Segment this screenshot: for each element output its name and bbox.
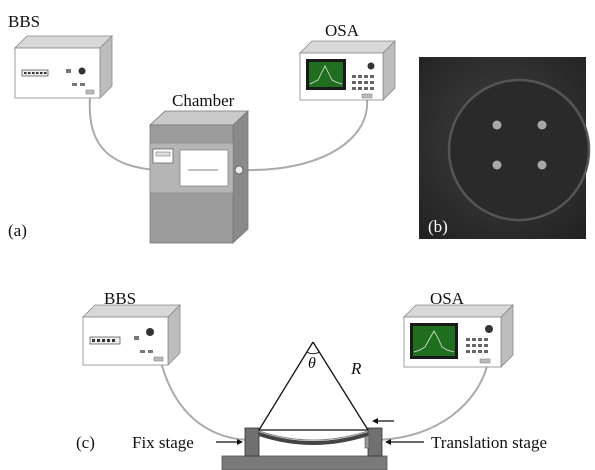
panel-c [82, 304, 514, 470]
bbs-instrument-c [82, 304, 181, 366]
sample-disk [447, 78, 591, 222]
translation-stage-pointer-arrow [385, 439, 424, 445]
fiber-sample-to-osa [371, 361, 489, 441]
bent-sample [258, 432, 369, 445]
sample-dot [492, 160, 502, 170]
fiber-bbs-to-sample [159, 357, 253, 441]
panel-a-tag: (a) [8, 221, 27, 240]
bbs-label-c: BBS [104, 289, 137, 308]
chamber-label: Chamber [172, 91, 235, 110]
sample-dot [537, 120, 547, 130]
radius-label: R [351, 359, 362, 378]
base-platform [221, 455, 388, 470]
theta-arc [306, 351, 320, 355]
panel-b-photo [419, 57, 591, 239]
panel-b-tag: (b) [428, 217, 448, 236]
bbs-label-a: BBS [8, 12, 41, 31]
translation-stage [367, 427, 383, 457]
sample-dot [492, 120, 502, 130]
theta-label: θ [308, 355, 316, 372]
fix-stage [244, 427, 260, 457]
movement-arrow [372, 418, 394, 424]
radius-line-left [258, 341, 314, 431]
osa-instrument-a [299, 40, 396, 101]
fiber-bbs-to-chamber [88, 96, 156, 171]
osa-label-a: OSA [325, 21, 360, 40]
panel-a [14, 35, 396, 244]
radius-line-right [312, 341, 369, 431]
fiber-chamber-to-osa [242, 99, 369, 172]
translation-stage-label: Translation stage [431, 433, 548, 452]
sample-dot [537, 160, 547, 170]
bbs-instrument-a [14, 35, 113, 99]
chamber-a [148, 110, 250, 244]
fix-stage-pointer-arrow [216, 439, 243, 445]
panel-c-tag: (c) [76, 433, 95, 452]
osa-instrument-c [403, 304, 514, 368]
fix-stage-label: Fix stage [132, 433, 194, 452]
osa-label-c: OSA [430, 289, 465, 308]
